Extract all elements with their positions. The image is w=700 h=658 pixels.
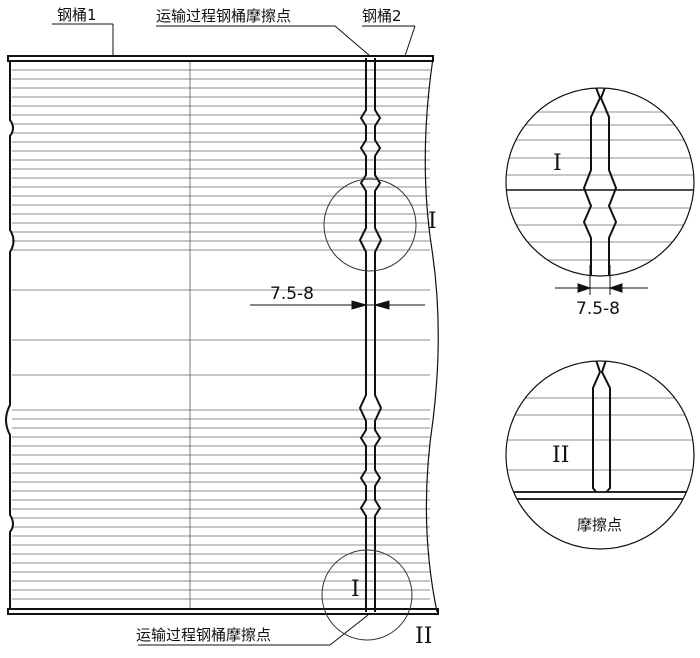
barrel1-label: 钢桶1 (57, 6, 97, 24)
main-elevation (5, 23, 439, 646)
callout-2-main: II (415, 624, 432, 649)
detail-1-dimension-label: 7.5-8 (576, 299, 620, 319)
friction-point-label-bottom: 运输过程钢桶摩擦点 (136, 626, 271, 644)
detail-1-callout: I (553, 151, 562, 176)
gap-dimension (250, 300, 425, 310)
barrel1-right-wall (358, 58, 367, 612)
top-rim (7, 55, 434, 62)
callout-1-main: I (428, 209, 437, 234)
top-leaders (52, 23, 416, 57)
gap-dimension-label: 7.5-8 (270, 284, 314, 304)
detail-view-2 (505, 360, 695, 550)
friction-point-detail-label: 摩擦点 (577, 516, 622, 534)
bottom-leader (138, 614, 369, 646)
detail-circle-2 (321, 549, 413, 641)
detail-circle-1 (323, 178, 417, 272)
detail-view-1 (505, 87, 695, 295)
callout-1-inner: I (351, 577, 360, 602)
barrel2-right-wall (424, 57, 439, 613)
bottom-rim (7, 608, 439, 615)
friction-point-label-top: 运输过程钢桶摩擦点 (156, 7, 291, 25)
barrel1-left-wall (5, 58, 15, 612)
corrugation-lines (12, 69, 430, 600)
barrel2-label: 钢桶2 (362, 7, 402, 25)
barrel2-left-wall (374, 58, 383, 612)
detail-2-callout: II (552, 443, 569, 468)
